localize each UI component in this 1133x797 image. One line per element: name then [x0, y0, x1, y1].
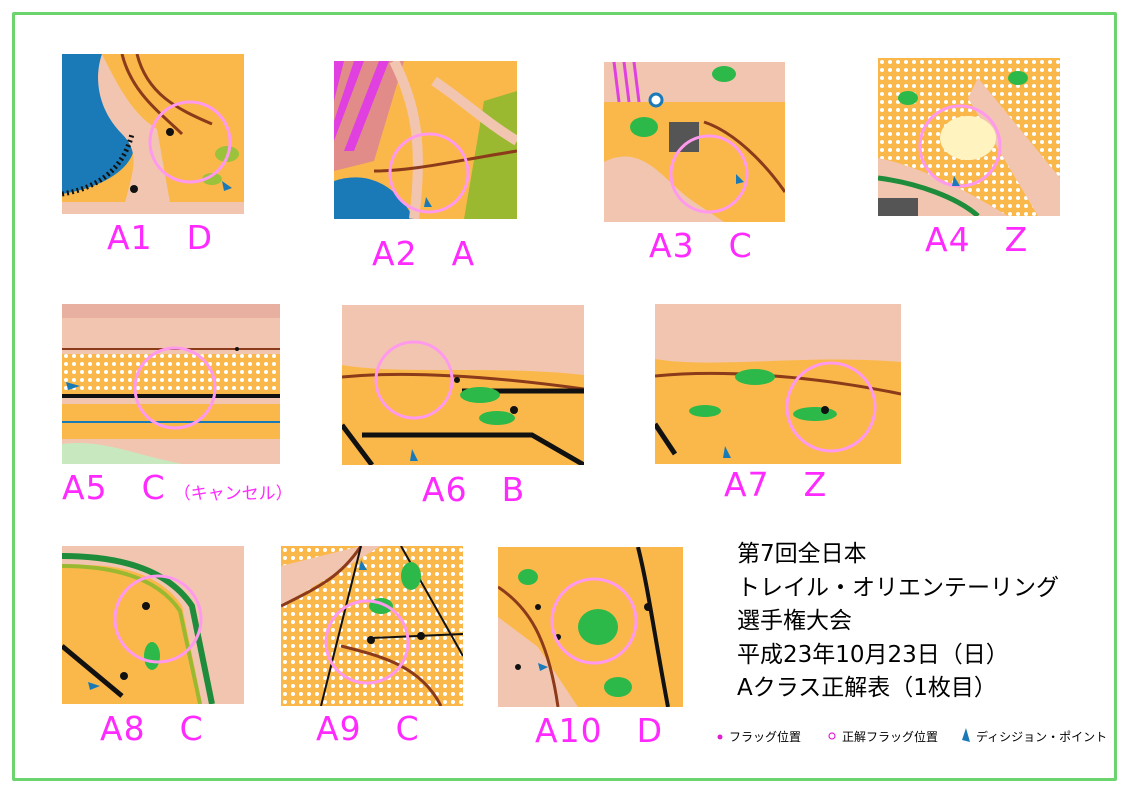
panel-id: A4 [925, 220, 971, 259]
map-panel-a10 [498, 547, 683, 707]
panel-answer: Z [1004, 220, 1029, 259]
answer-label-a9: A9 C [316, 711, 420, 747]
panel-id: A6 [422, 470, 468, 509]
title-line: 選手権大会 [737, 608, 852, 634]
map-panel-a9 [281, 546, 463, 706]
legend-flag: フラッグ位置 [717, 727, 801, 745]
map-panel-a1 [62, 54, 244, 214]
panel-id: A7 [724, 465, 770, 504]
legend-correct-flag: 正解フラッグ位置 [828, 727, 938, 745]
map-panel-a3 [604, 62, 785, 222]
panel-note: （キャンセル） [173, 484, 293, 504]
answer-label-a8: A8 C [100, 711, 204, 747]
panel-answer: C [179, 709, 204, 748]
title-line: トレイル・オリエンテーリング [737, 574, 1059, 601]
answer-label-a5: A5 C （キャンセル） [62, 470, 293, 512]
correct-flag-ring-icon [828, 729, 836, 743]
panel-id: A9 [316, 709, 362, 748]
map-panel-a5 [62, 304, 280, 464]
map-panel-a7 [655, 304, 901, 464]
page-frame [12, 12, 1117, 781]
answer-label-a3: A3 C [649, 228, 753, 264]
title-line: 平成23年10月23日（日） [737, 641, 1009, 668]
answer-label-a4: A4 Z [925, 222, 1028, 258]
legend-label: ディシジョン・ポイント [976, 729, 1108, 744]
answer-label-a2: A2 A [372, 236, 475, 272]
title-block: 第7回全日本 トレイル・オリエンテーリング 選手権大会 平成23年10月23日（… [737, 538, 1059, 706]
legend-label: 正解フラッグ位置 [842, 729, 939, 744]
panel-id: A3 [649, 226, 695, 265]
flag-dot-icon [717, 729, 723, 743]
panel-answer: Z [803, 465, 828, 504]
panel-answer: D [636, 711, 663, 750]
panel-answer: D [186, 218, 213, 257]
answer-label-a6: A6 B [422, 472, 525, 508]
panel-id: A8 [100, 709, 146, 748]
panel-answer: C [141, 468, 166, 507]
panel-id: A5 [62, 468, 108, 507]
legend-decision-point: ディシジョン・ポイント [960, 727, 1107, 745]
panel-id: A2 [372, 234, 418, 273]
map-panel-a8 [62, 546, 244, 704]
panel-answer: C [395, 709, 420, 748]
title-line: Aクラス正解表（1枚目） [737, 675, 997, 701]
panel-id: A10 [535, 711, 603, 750]
title-line: 第7回全日本 [737, 541, 867, 567]
legend-label: フラッグ位置 [729, 729, 802, 744]
map-panel-a6 [342, 305, 584, 465]
panel-id: A1 [107, 218, 153, 257]
answer-label-a7: A7 Z [724, 467, 827, 503]
map-panel-a4 [878, 58, 1060, 216]
decision-point-icon [960, 727, 970, 745]
map-panel-a2 [334, 61, 517, 219]
panel-answer: C [728, 226, 753, 265]
panel-answer: A [451, 234, 476, 273]
answer-label-a10: A10 D [535, 713, 663, 749]
panel-answer: B [501, 470, 526, 509]
answer-label-a1: A1 D [107, 220, 213, 256]
